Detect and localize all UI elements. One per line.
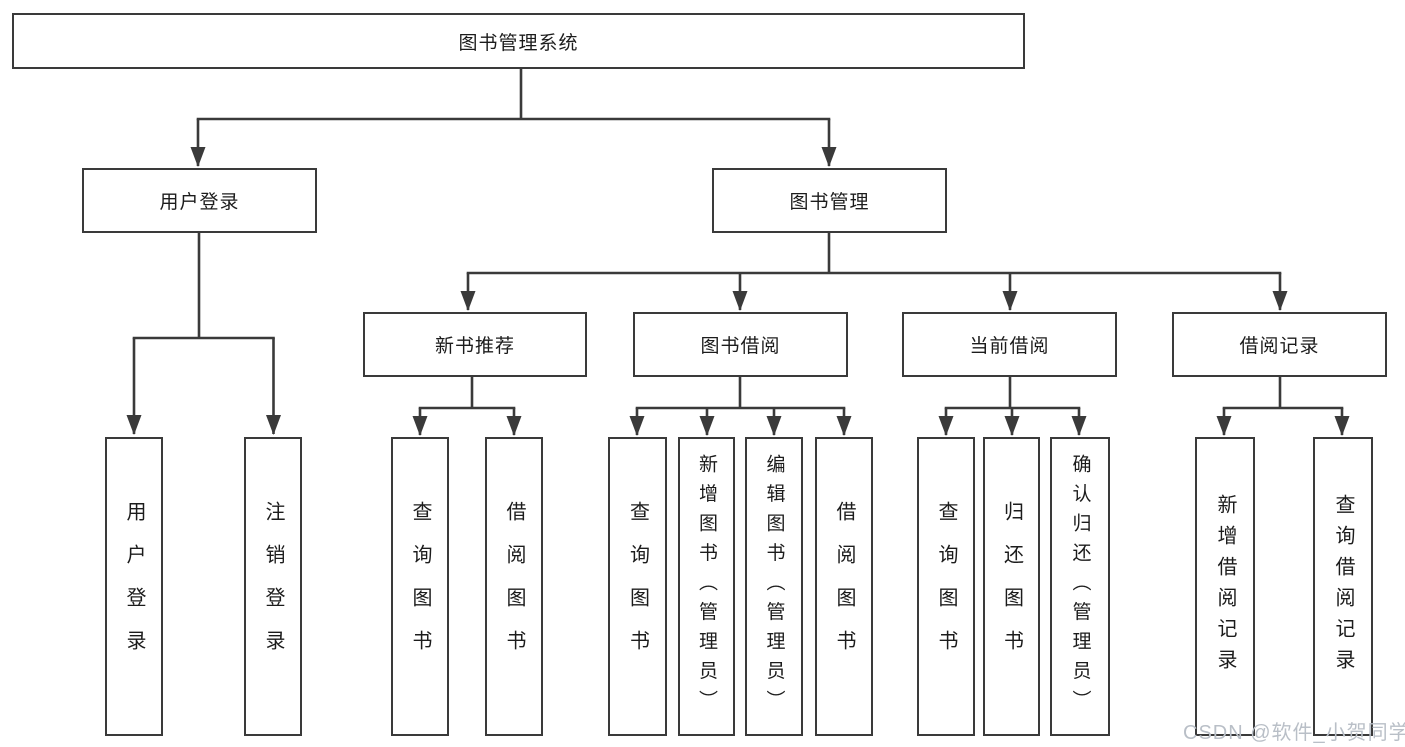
node-book-borrow: 图书借阅 <box>633 312 848 377</box>
leaf-query-book-2: 查询图书 <box>608 437 667 736</box>
leaf-borrow-book-2: 借阅图书 <box>815 437 873 736</box>
leaf-add-borrow-record: 新增借阅记录 <box>1195 437 1255 736</box>
leaf-confirm-return-admin: 确认归还（管理员） <box>1050 437 1110 736</box>
leaf-edit-book-admin: 编辑图书（管理员） <box>745 437 803 736</box>
leaf-user-login: 用户登录 <box>105 437 163 736</box>
leaf-borrow-book-1: 借阅图书 <box>485 437 543 736</box>
leaf-query-book-1: 查询图书 <box>391 437 449 736</box>
node-root: 图书管理系统 <box>12 13 1025 69</box>
leaf-logout: 注销登录 <box>244 437 302 736</box>
node-current-borrow: 当前借阅 <box>902 312 1117 377</box>
node-book-management: 图书管理 <box>712 168 947 233</box>
leaf-query-book-3: 查询图书 <box>917 437 975 736</box>
watermark: CSDN @软件_小贺同学 <box>1183 722 1405 744</box>
node-new-book-recommend: 新书推荐 <box>363 312 587 377</box>
leaf-query-borrow-record: 查询借阅记录 <box>1313 437 1373 736</box>
node-borrow-records: 借阅记录 <box>1172 312 1387 377</box>
leaf-add-book-admin: 新增图书（管理员） <box>678 437 735 736</box>
node-user-login: 用户登录 <box>82 168 317 233</box>
leaf-return-book: 归还图书 <box>983 437 1040 736</box>
